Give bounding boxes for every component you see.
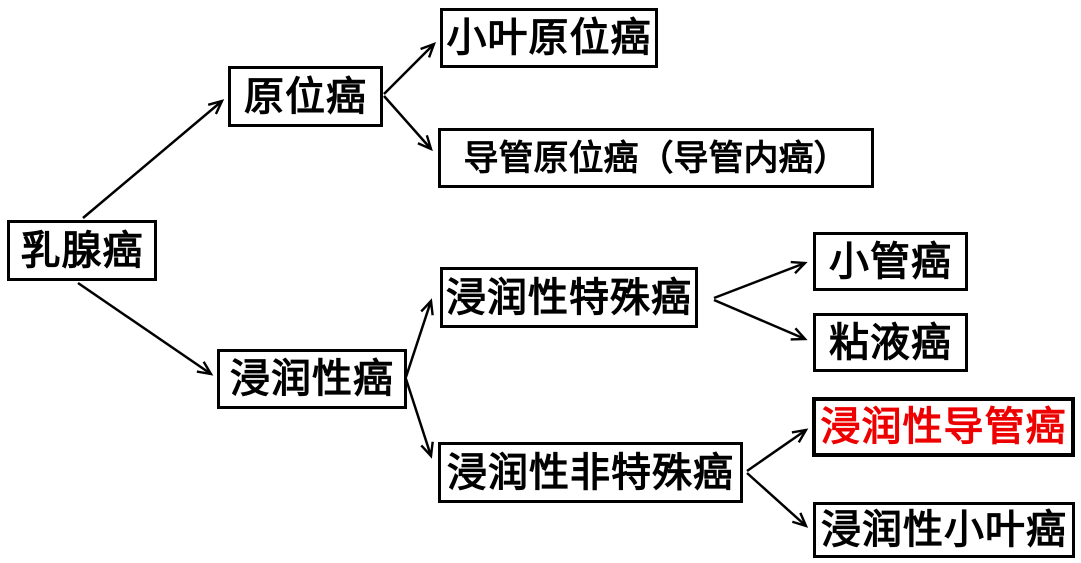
edge-invasive-non-special-to-invasive-lobular xyxy=(746,472,809,528)
node-label: 导管原位癌（导管内癌） xyxy=(463,138,849,178)
node-invasive-carcinoma: 浸润性癌 xyxy=(217,349,407,409)
edge-invasive-to-invasive-non-special xyxy=(404,378,434,459)
node-label: 小叶原位癌 xyxy=(446,16,652,60)
edge-invasive-special-to-tubular xyxy=(713,260,808,300)
node-tubular-carcinoma: 小管癌 xyxy=(813,232,968,291)
node-invasive-special-carcinoma: 浸润性特殊癌 xyxy=(440,267,698,328)
node-breast-cancer: 乳腺癌 xyxy=(7,220,157,281)
node-label: 浸润性小叶癌 xyxy=(821,508,1067,552)
edge-root-to-in-situ xyxy=(82,99,225,219)
edge-root-to-invasive xyxy=(77,281,214,376)
node-invasive-ductal-carcinoma: 浸润性导管癌 xyxy=(812,397,1075,457)
edge-in-situ-to-lobular-in-situ xyxy=(383,41,437,95)
node-label: 浸润性特殊癌 xyxy=(446,275,692,320)
node-ductal-carcinoma-in-situ: 导管原位癌（导管内癌） xyxy=(438,128,874,188)
node-mucinous-carcinoma: 粘液癌 xyxy=(813,313,968,372)
edge-in-situ-to-ductal-in-situ xyxy=(383,95,433,152)
edge-invasive-to-invasive-special xyxy=(404,298,434,378)
node-lobular-carcinoma-in-situ: 小叶原位癌 xyxy=(440,8,658,68)
node-label: 乳腺癌 xyxy=(20,228,144,273)
node-label: 浸润性癌 xyxy=(230,357,394,401)
node-label: 浸润性非特殊癌 xyxy=(447,450,734,495)
node-label: 浸润性导管癌 xyxy=(820,405,1067,449)
node-invasive-non-special-carcinoma: 浸润性非特殊癌 xyxy=(438,442,743,503)
node-invasive-lobular-carcinoma: 浸润性小叶癌 xyxy=(813,502,1075,558)
node-label: 粘液癌 xyxy=(829,320,952,365)
node-label: 原位癌 xyxy=(244,74,367,119)
edge-invasive-special-to-mucinous xyxy=(713,298,808,341)
node-carcinoma-in-situ: 原位癌 xyxy=(228,66,383,127)
node-label: 小管癌 xyxy=(829,239,952,284)
edge-invasive-non-special-to-invasive-ductal xyxy=(746,428,809,473)
